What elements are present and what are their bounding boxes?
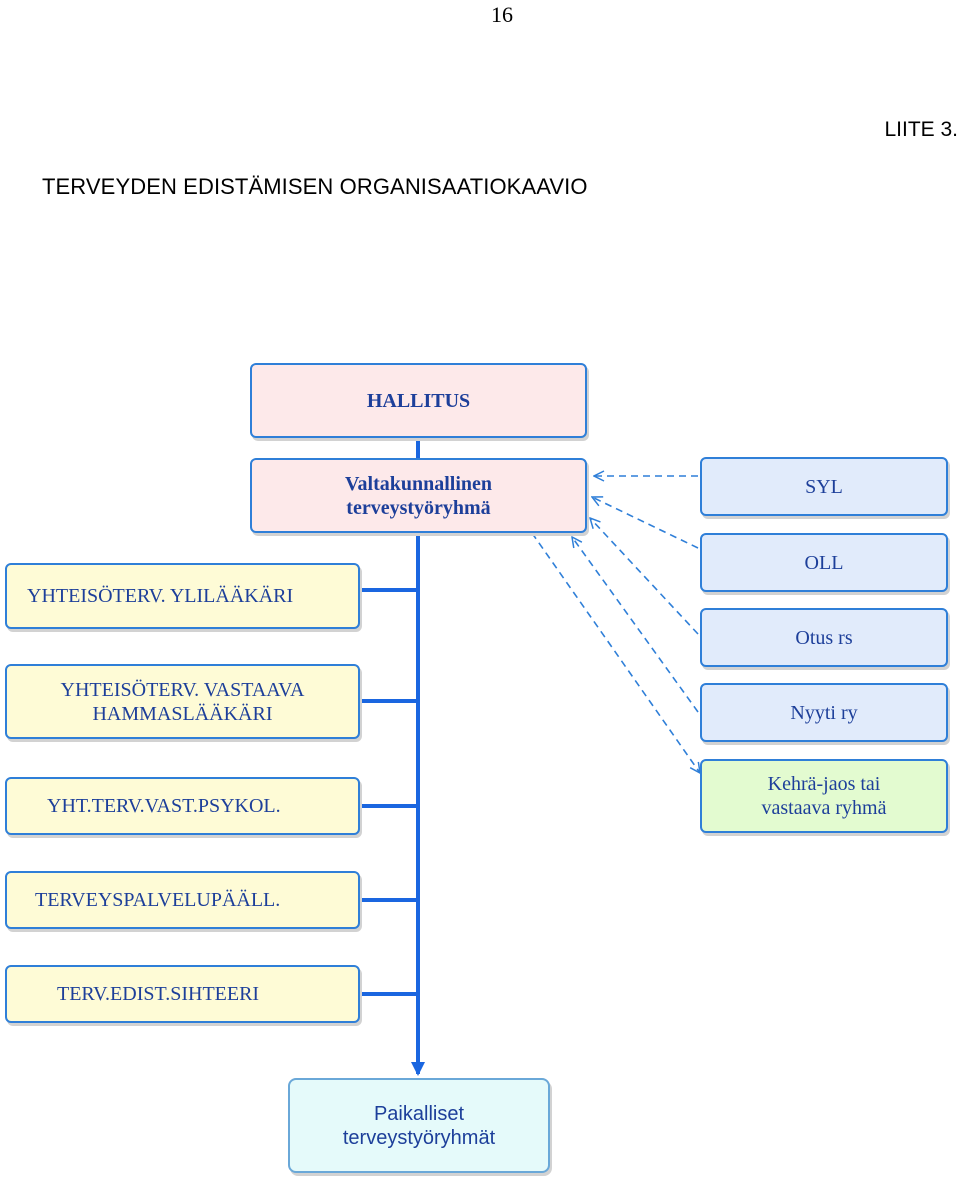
chief-physician-box: YHTEISÖTERV. YLILÄÄKÄRI <box>5 563 360 629</box>
page-number: 16 <box>491 2 513 27</box>
national-working-group-box: Valtakunnallinen terveystyöryhmä <box>250 458 587 533</box>
health-services-manager-label: TERVEYSPALVELUPÄÄLL. <box>35 889 281 911</box>
local-working-groups-box: Paikalliset terveystyöryhmät <box>288 1078 550 1173</box>
kehra-box: Kehrä-jaos tai vastaava ryhmä <box>700 759 948 833</box>
hallitus-label: HALLITUS <box>366 389 471 412</box>
psychologist-box: YHT.TERV.VAST.PSYKOL. <box>5 777 360 835</box>
chief-dentist-label: YHTEISÖTERV. VASTAAVA HAMMASLÄÄKÄRI <box>60 678 305 725</box>
otus-box: Otus rs <box>700 608 948 667</box>
nyyti-box: Nyyti ry <box>700 683 948 742</box>
chart-title: TERVEYDEN EDISTÄMISEN ORGANISAATIOKAAVIO <box>42 174 588 199</box>
dashed-arrow-nyyti <box>572 537 699 713</box>
chief-dentist-box: YHTEISÖTERV. VASTAAVA HAMMASLÄÄKÄRI <box>5 664 360 739</box>
nyyti-label: Nyyti ry <box>790 701 858 724</box>
dashed-arrow-oll <box>592 497 699 549</box>
national-working-group-label: Valtakunnallinen terveystyöryhmä <box>344 472 493 519</box>
kehra-label: Kehrä-jaos tai vastaava ryhmä <box>761 773 887 819</box>
oll-label: OLL <box>804 551 844 574</box>
syl-box: SYL <box>700 457 948 516</box>
dashed-arrow-kehra <box>531 532 700 773</box>
health-services-manager-box: TERVEYSPALVELUPÄÄLL. <box>5 871 360 929</box>
dashed-arrow-otus <box>590 518 699 635</box>
health-promotion-secretary-box: TERV.EDIST.SIHTEERI <box>5 965 360 1023</box>
oll-box: OLL <box>700 533 948 592</box>
appendix-label: LIITE 3. <box>884 118 958 141</box>
health-promotion-secretary-label: TERV.EDIST.SIHTEERI <box>57 983 260 1005</box>
syl-label: SYL <box>805 475 843 498</box>
psychologist-label: YHT.TERV.VAST.PSYKOL. <box>47 795 281 817</box>
hallitus-box: HALLITUS <box>250 363 587 438</box>
local-working-groups-label: Paikalliset terveystyöryhmät <box>342 1102 496 1149</box>
otus-label: Otus rs <box>795 626 853 649</box>
chief-physician-label: YHTEISÖTERV. YLILÄÄKÄRI <box>27 585 294 607</box>
